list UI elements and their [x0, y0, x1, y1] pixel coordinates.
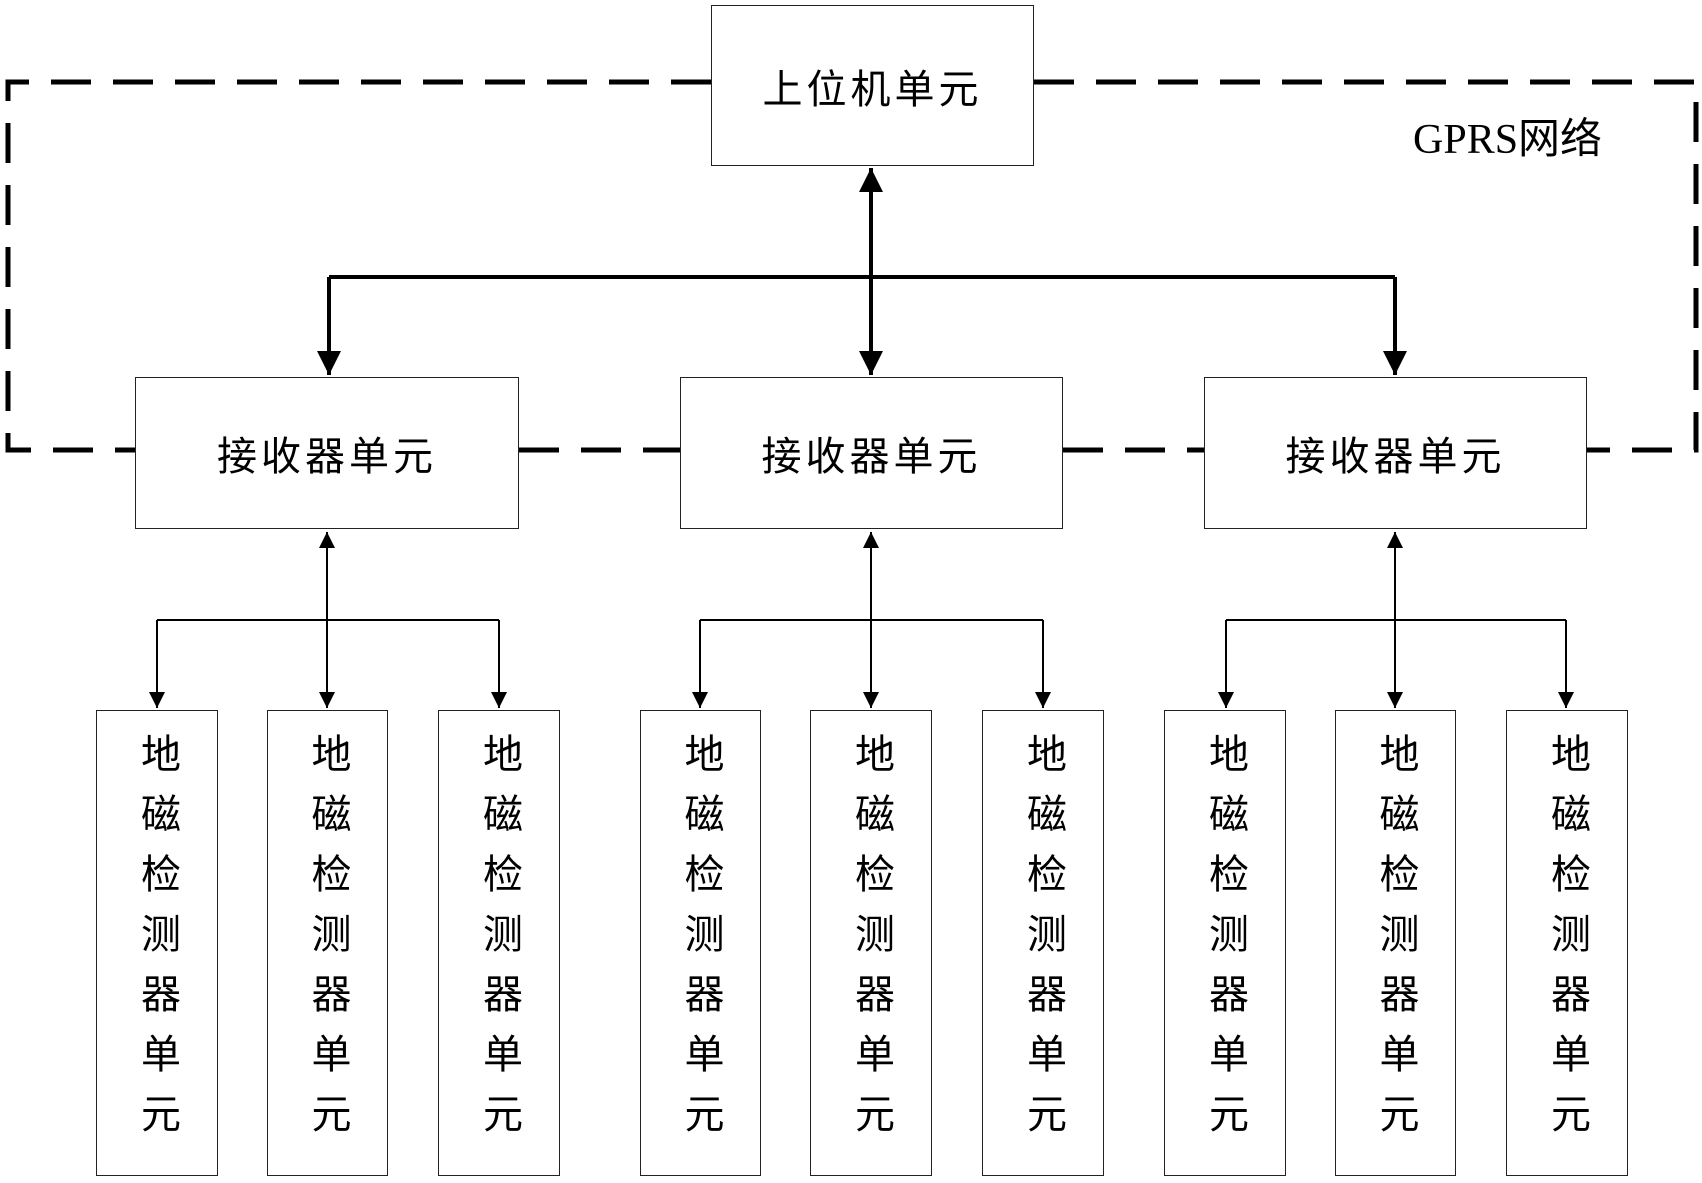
- geomagnetic-detector-unit-7: 地磁检测器单元: [1164, 710, 1286, 1176]
- receiver-unit-1: 接收器单元: [135, 377, 519, 529]
- geomagnetic-detector-unit-2: 地磁检测器单元: [267, 710, 388, 1176]
- receiver-unit-label: 接收器单元: [1285, 434, 1506, 480]
- geomagnetic-detector-unit-3: 地磁检测器单元: [438, 710, 560, 1176]
- detector-unit-label: 地磁检测器单元: [677, 733, 724, 1153]
- geomagnetic-detector-unit-9: 地磁检测器单元: [1506, 710, 1628, 1176]
- host-computer-unit: 上位机单元: [711, 5, 1034, 166]
- top-bus-lines: [317, 168, 1407, 375]
- geomagnetic-detector-unit-8: 地磁检测器单元: [1335, 710, 1456, 1176]
- geomagnetic-detector-unit-1: 地磁检测器单元: [96, 710, 218, 1176]
- gprs-network-dashed-line: [5, 79, 1699, 453]
- detector-unit-label: 地磁检测器单元: [1372, 733, 1419, 1153]
- detector-branch-lines: [149, 532, 1574, 708]
- detector-unit-label: 地磁检测器单元: [1544, 733, 1590, 1153]
- geomagnetic-detector-unit-4: 地磁检测器单元: [640, 710, 761, 1176]
- host-computer-unit-label: 上位机单元: [762, 66, 983, 113]
- gprs-network-label: GPRS网络: [1411, 105, 1605, 166]
- geomagnetic-detector-unit-5: 地磁检测器单元: [810, 710, 932, 1176]
- detector-unit-label: 地磁检测器单元: [848, 733, 894, 1153]
- receiver-unit-label: 接收器单元: [217, 434, 437, 480]
- geomagnetic-detector-unit-6: 地磁检测器单元: [982, 710, 1104, 1176]
- receiver-unit-2: 接收器单元: [680, 377, 1063, 529]
- detector-unit-label: 地磁检测器单元: [1202, 733, 1248, 1153]
- detector-unit-label: 地磁检测器单元: [304, 733, 351, 1153]
- detector-unit-label: 地磁检测器单元: [1020, 733, 1066, 1153]
- detector-unit-label: 地磁检测器单元: [476, 733, 522, 1153]
- receiver-unit-3: 接收器单元: [1204, 377, 1587, 529]
- receiver-unit-label: 接收器单元: [761, 434, 982, 480]
- detector-unit-label: 地磁检测器单元: [134, 733, 180, 1153]
